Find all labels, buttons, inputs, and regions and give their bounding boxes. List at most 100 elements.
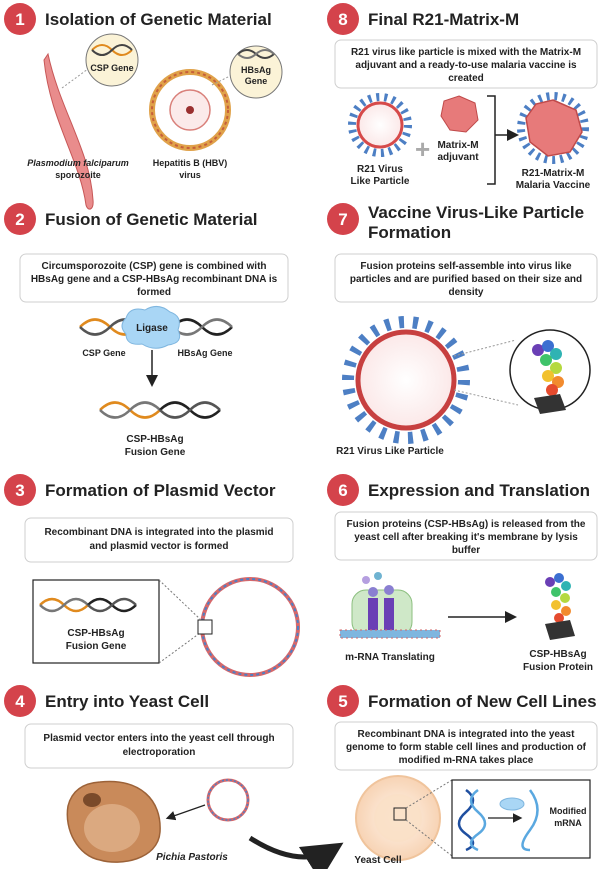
r21-label-2: Like Particle — [351, 176, 410, 187]
hbsag-gene-label-1: HBsAg — [241, 65, 271, 75]
step-7-badge — [327, 203, 359, 235]
step-4-desc-1: Plasmid vector enters into the yeast cel… — [43, 733, 274, 744]
step-6-desc-2: yeast cell after breaking it's membrane … — [354, 532, 578, 543]
hbv-label-2: virus — [179, 170, 201, 180]
step-1-number: 1 — [15, 10, 24, 29]
step-6-desc-box — [334, 511, 598, 561]
step-5-badge — [327, 685, 359, 717]
matrix-label-2: adjuvant — [437, 152, 479, 163]
step-8-desc-3: created — [448, 73, 484, 84]
bracket — [487, 95, 496, 185]
step-3-number: 3 — [15, 481, 24, 500]
step-8-number: 8 — [338, 10, 347, 29]
step-2-number: 2 — [15, 210, 24, 229]
mrna-label-1: Modified — [550, 806, 587, 816]
step-7-number: 7 — [338, 210, 347, 229]
step-5-desc-1: Recombinant DNA is integrated into the y… — [358, 729, 576, 740]
step-4-title: Entry into Yeast Cell — [45, 692, 209, 711]
ribosome-icon — [339, 572, 441, 639]
transition-arrow — [248, 835, 344, 869]
r21-vlp-small-icon — [348, 93, 412, 157]
vaccine-label-2: Malaria Vaccine — [516, 180, 591, 191]
step-5-desc-3: modified m-RNA takes place — [399, 755, 534, 766]
polymerase-icon — [499, 797, 525, 811]
step-2: 2 Fusion of Genetic Material Circumsporo… — [4, 203, 289, 458]
step-5-number: 5 — [338, 692, 347, 711]
step-7-desc-2: particles and are purified based on thei… — [350, 274, 582, 285]
step-1-title: Isolation of Genetic Material — [45, 10, 272, 29]
step-8-desc-1: R21 virus like particle is mixed with th… — [351, 47, 581, 58]
pichia-label: Pichia Pastoris — [156, 852, 228, 863]
step-5-title: Formation of New Cell Lines — [368, 692, 597, 711]
step-7-title-1: Vaccine Virus-Like Particle — [368, 203, 584, 222]
step-7: 7 Vaccine Virus-Like Particle Formation … — [327, 203, 598, 457]
step-7-desc-3: density — [448, 287, 483, 298]
fusion-gene-box — [32, 579, 160, 664]
step-4-desc-2: electroporation — [123, 747, 196, 758]
csp-hbsag-protein-icon — [545, 573, 575, 640]
matrix-label-1: Matrix-M — [437, 140, 478, 151]
step-5: 5 Formation of New Cell Lines Recombinan… — [327, 685, 598, 866]
step-3-fusion-2: Fusion Gene — [66, 641, 127, 652]
step-3-badge — [4, 474, 36, 506]
step-4: 4 Entry into Yeast Cell Plasmid vector e… — [4, 685, 344, 869]
step-4-arrow — [165, 804, 206, 821]
r21-vlp-large-icon — [342, 316, 470, 444]
step-3-desc-1: Recombinant DNA is integrated into the p… — [44, 527, 273, 538]
mrna-icon — [521, 789, 539, 852]
step-4-number: 4 — [15, 692, 25, 711]
fusion-protein-icon — [532, 340, 566, 414]
step-5-desc-2: genome to form stable cell lines and pro… — [346, 742, 587, 753]
plus-icon: + — [415, 134, 430, 164]
step-2-desc-1: Circumsporozoite (CSP) gene is combined … — [41, 261, 266, 272]
hbsag-gene-zoom — [229, 45, 283, 99]
genome-dna-icon — [457, 788, 475, 852]
step-2-desc-box — [19, 253, 289, 303]
step-1: 1 Isolation of Genetic Material CSP Gene… — [4, 3, 283, 210]
csp-gene-label: CSP Gene — [90, 63, 133, 73]
ligase-label: Ligase — [136, 323, 168, 334]
yeast-cell-label: Yeast Cell — [354, 855, 401, 866]
step-3-desc-2: and plasmid vector is formed — [90, 541, 229, 552]
step-5-desc-box — [334, 721, 598, 771]
csp-gene-label-2: CSP Gene — [82, 348, 125, 358]
step-8-desc-box — [334, 39, 598, 89]
step-2-desc-3: formed — [137, 287, 171, 298]
fusion-gene-label-1: CSP-HBsAg — [126, 434, 183, 445]
mrna-label-2: mRNA — [554, 818, 582, 828]
step-6-desc-1: Fusion proteins (CSP-HBsAg) is released … — [347, 519, 586, 530]
step-4-desc-box — [24, 723, 294, 769]
step-3-desc-box — [24, 517, 294, 563]
plasmodium-label: Plasmodium falciparum — [27, 158, 129, 168]
step-6-badge — [327, 474, 359, 506]
step-7-desc-box — [334, 253, 598, 303]
hbsag-gene-label-2b: HBsAg Gene — [177, 348, 232, 358]
protein-label-2: Fusion Protein — [523, 662, 593, 673]
step-8-badge — [327, 3, 359, 35]
step-8-desc-2: adjuvant and a ready-to-use malaria vacc… — [355, 60, 577, 71]
translating-label: m-RNA Translating — [345, 652, 435, 663]
vaccine-icon — [517, 92, 589, 164]
vaccine-label-1: R21-Matrix-M — [522, 168, 585, 179]
hbv-label-1: Hepatitis B (HBV) — [153, 158, 228, 168]
step-3: 3 Formation of Plasmid Vector Recombinan… — [4, 474, 300, 677]
step-3-fusion-1: CSP-HBsAg — [67, 628, 124, 639]
hbsag-gene-label-2: Gene — [245, 76, 268, 86]
step-6-title: Expression and Translation — [368, 481, 590, 500]
step-1-badge — [4, 3, 36, 35]
csp-gene-zoom — [85, 33, 139, 87]
step-8-title: Final R21-Matrix-M — [368, 10, 519, 29]
step-6-desc-3: buffer — [452, 545, 480, 556]
sporozoite-label: sporozoite — [55, 170, 101, 180]
ligase-icon — [121, 306, 181, 349]
matrix-m-icon — [440, 95, 479, 133]
hbv-virus-icon — [149, 69, 231, 151]
r21-label-1: R21 Virus — [357, 164, 403, 175]
fusion-gene-label-2: Fusion Gene — [125, 447, 186, 458]
protein-label-1: CSP-HBsAg — [529, 649, 586, 660]
step-7-desc-1: Fusion proteins self-assemble into virus… — [360, 261, 572, 272]
step-6-number: 6 — [338, 481, 347, 500]
step-2-desc-2: HBsAg gene and a CSP-HBsAg recombinant D… — [31, 274, 278, 285]
step-6: 6 Expression and Translation Fusion prot… — [327, 474, 598, 673]
